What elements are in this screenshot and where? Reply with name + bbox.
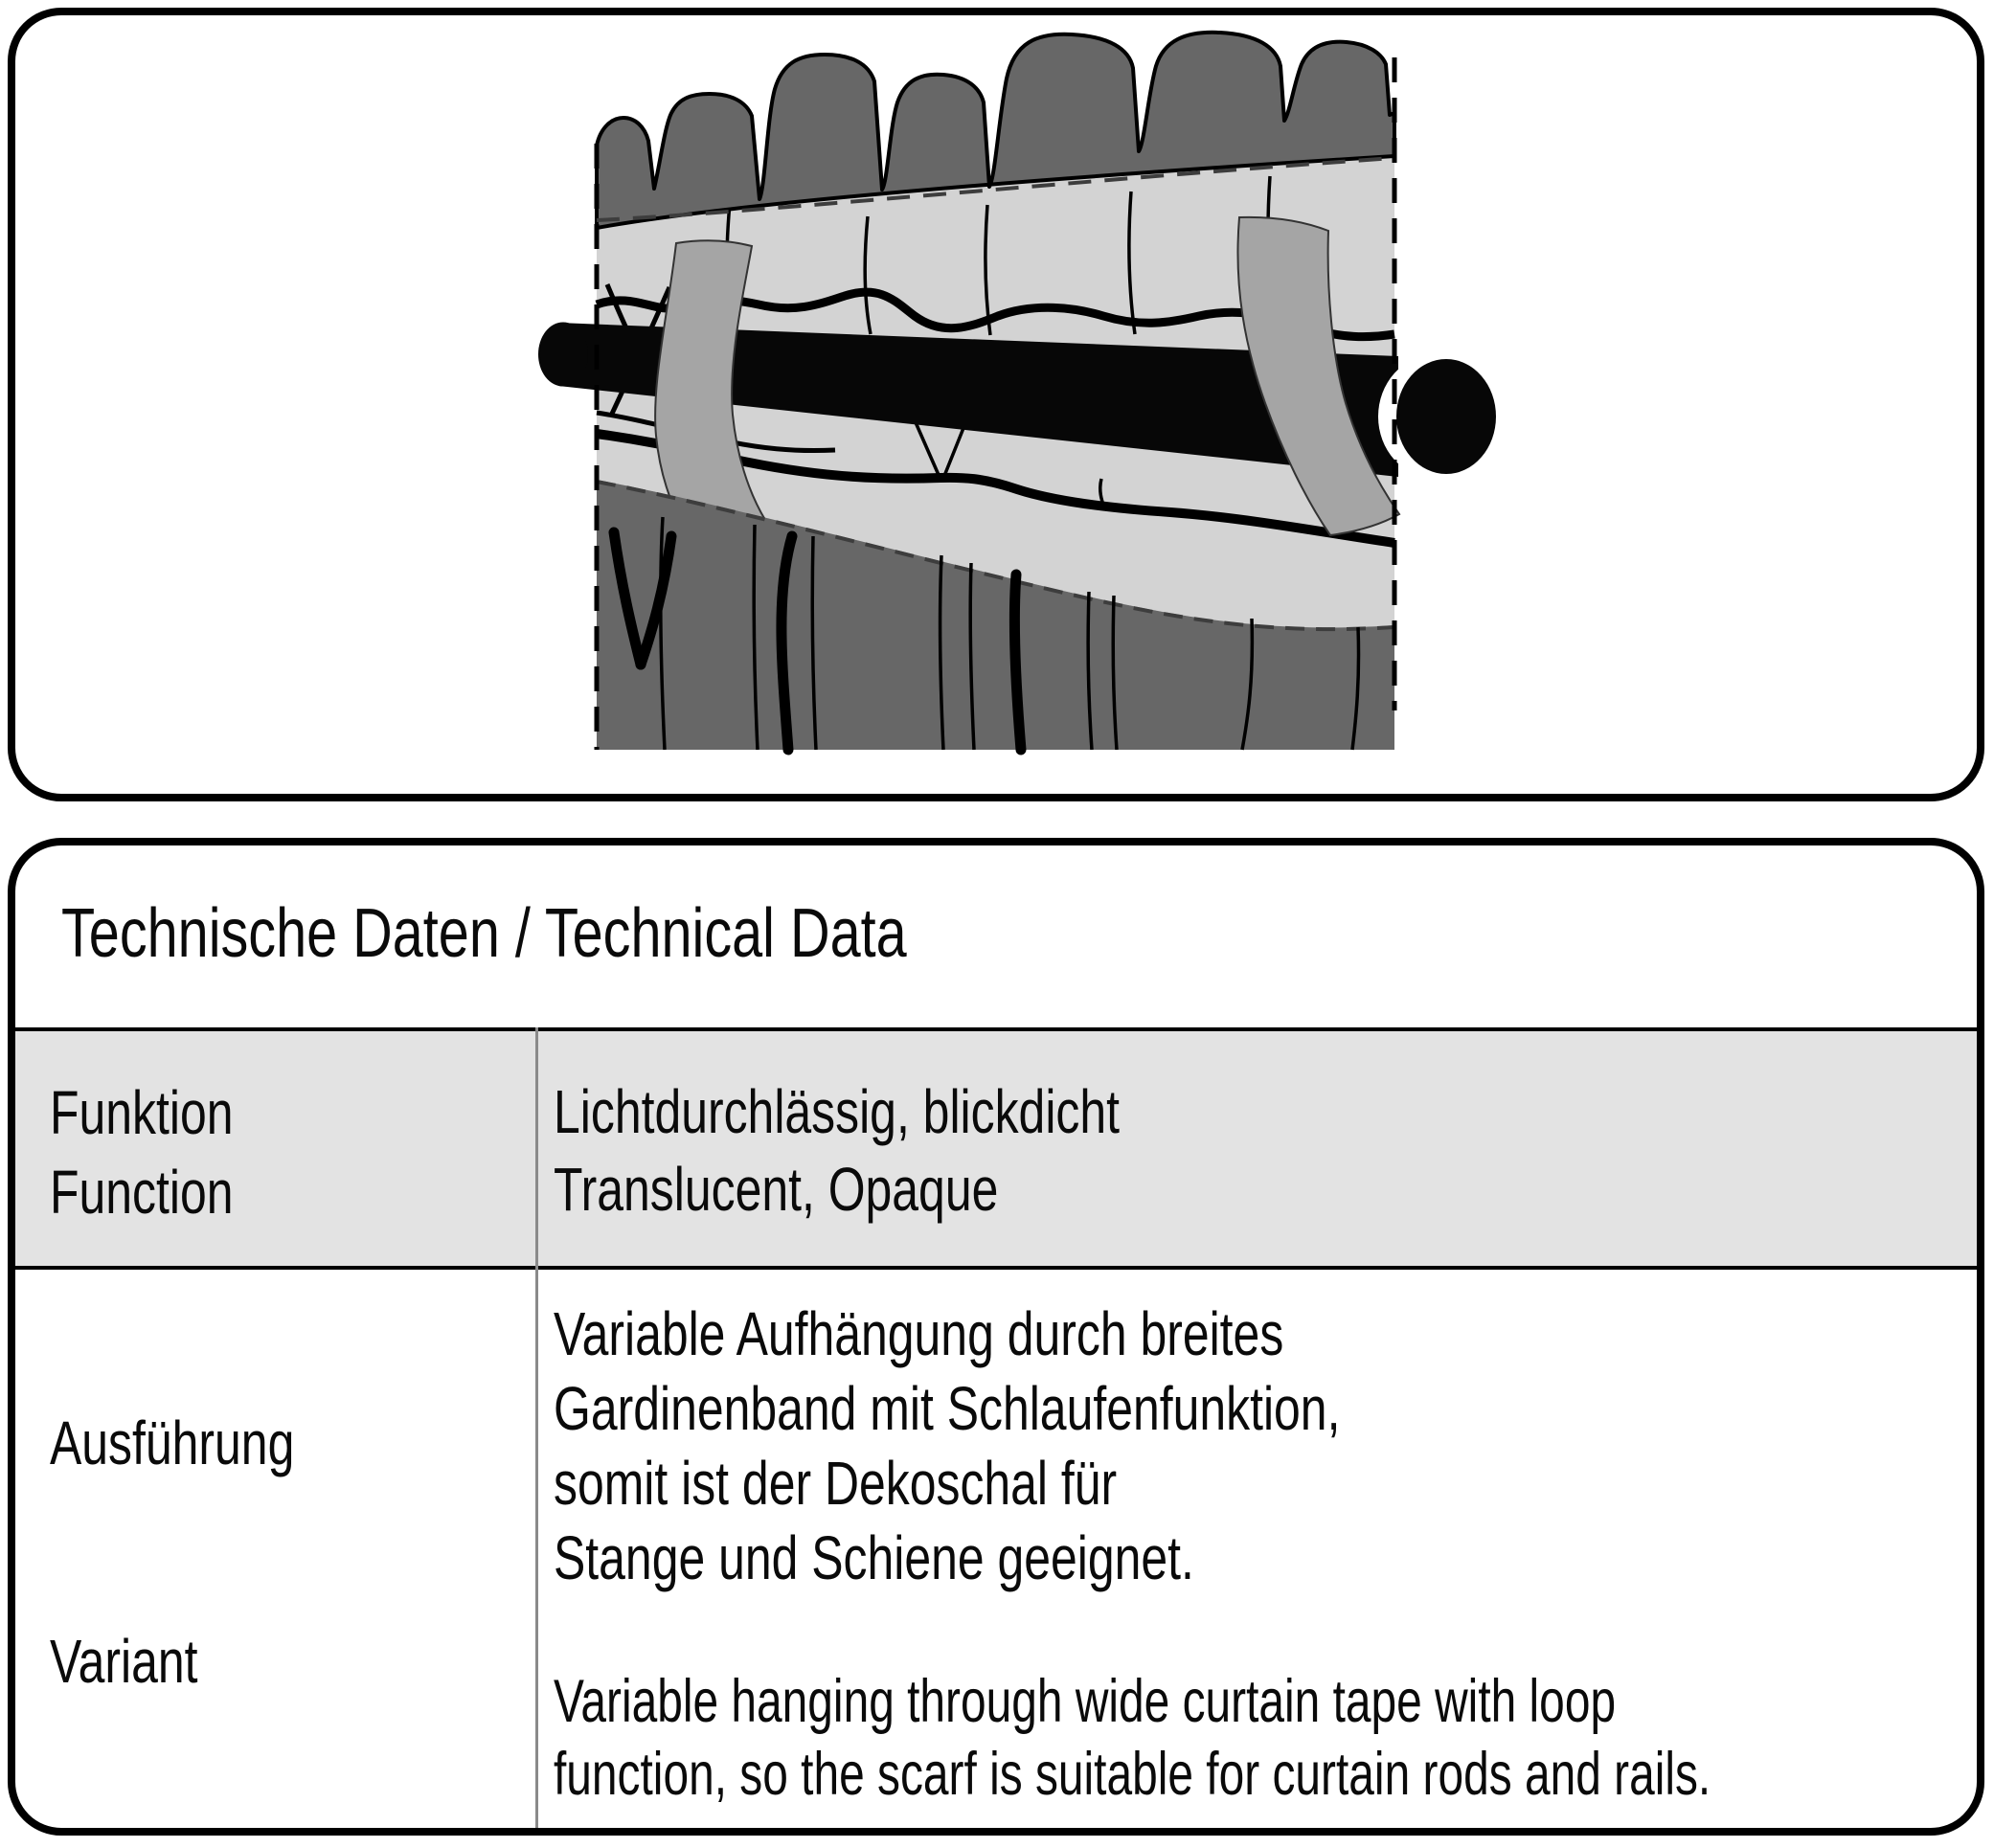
table-title: Technische Daten / Technical Data (61, 895, 907, 972)
row-variant-label-en: Variant (50, 1627, 198, 1696)
value-line: Gardinenband mit Schlaufenfunktion, (554, 1374, 1341, 1443)
label-line: Funktion (50, 1078, 234, 1147)
value-line: somit ist der Dekoschal für (554, 1449, 1118, 1518)
lower-fold-lines-thick (608, 527, 1027, 755)
curtain-lower-body (597, 480, 1394, 750)
tape-bottom-stitch-line (596, 480, 1395, 632)
value-line: function, so the scarf is suitable for c… (554, 1741, 1711, 1808)
tape-top-stitch-line (596, 156, 1395, 222)
value-line: Variable hanging through wide curtain ta… (554, 1668, 1617, 1735)
value-line: Lichtdurchlässig, blickdicht (554, 1077, 1120, 1146)
curtain-top-folds (595, 30, 1396, 230)
illustration-card (8, 8, 1984, 801)
rod-left-cap (538, 322, 588, 387)
curtain-rod (558, 323, 1398, 477)
curtain-rod-illustration (538, 30, 1496, 755)
loop-band-right (1236, 215, 1401, 537)
table-row-function-bg (15, 1027, 1977, 1270)
value-line: Stange und Schiene geeignet. (554, 1523, 1194, 1592)
value-line: Translucent, Opaque (554, 1155, 999, 1224)
value-line: Variable Aufhängung durch breites (554, 1299, 1284, 1368)
table-column-divider (535, 1027, 538, 1828)
technical-data-card: Technische Daten / Technical Data Funkti… (8, 838, 1984, 1836)
label-line: Function (50, 1158, 234, 1227)
row-function-value: Lichtdurchlässig, blickdicht Translucent… (554, 1073, 1120, 1228)
rod-end-cap (1396, 359, 1496, 474)
row-variant-value-en: Variable hanging through wide curtain ta… (554, 1665, 1711, 1811)
lower-fold-lines-thin (659, 516, 1361, 751)
row-variant-label-de: Ausführung (50, 1409, 295, 1477)
row-variant-value-de: Variable Aufhängung durch breites Gardin… (554, 1296, 1340, 1595)
row-function-label: Funktion Function (50, 1073, 233, 1232)
